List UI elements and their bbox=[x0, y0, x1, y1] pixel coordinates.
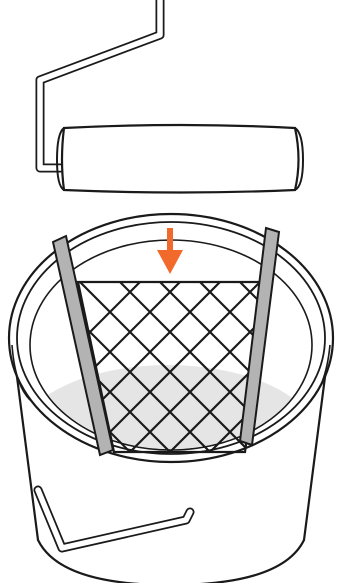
paint-roller-icon bbox=[40, 0, 303, 193]
roller-cylinder bbox=[62, 125, 299, 193]
